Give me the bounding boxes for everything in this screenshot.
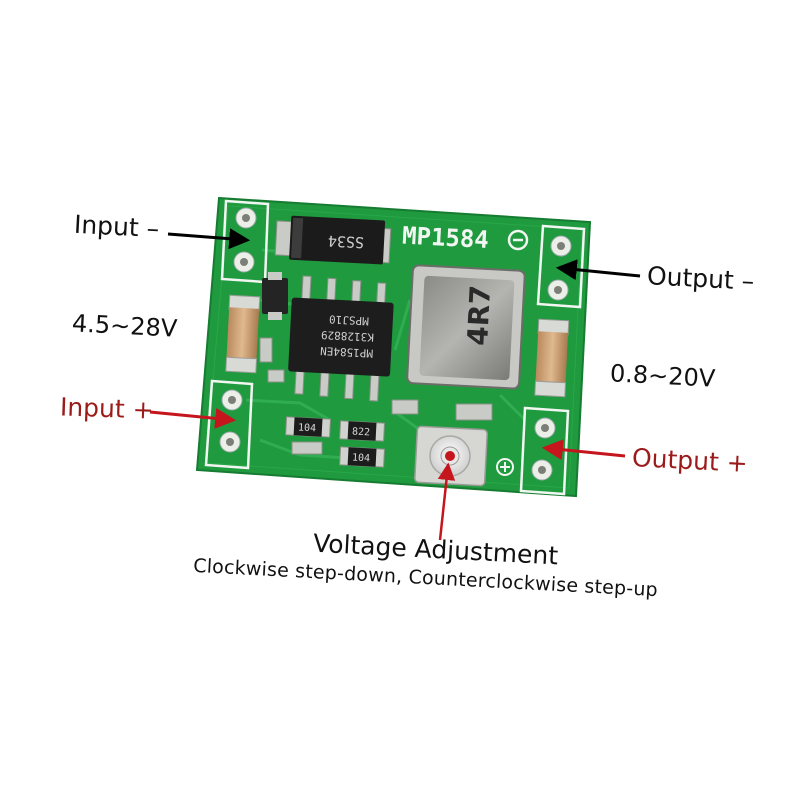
inductor-4r7: 4R7 bbox=[406, 264, 526, 390]
label-input-range: 4.5~28V bbox=[71, 309, 178, 343]
label-output-range: 0.8~20V bbox=[609, 359, 716, 393]
ic-marking-line3: MPSJ10 bbox=[329, 312, 369, 327]
arrow-input-plus bbox=[149, 407, 237, 429]
arrow-output-plus bbox=[541, 439, 626, 461]
resistor-marking-1: 104 bbox=[298, 422, 317, 434]
resistor-104-a: 104 bbox=[285, 416, 332, 438]
capacitor-input bbox=[225, 294, 261, 374]
arrow-output-minus bbox=[555, 259, 641, 281]
silkscreen-minus-icon bbox=[507, 229, 529, 251]
small-smd-parts bbox=[259, 337, 493, 455]
label-output-plus: Output + bbox=[631, 442, 749, 479]
capacitor-output bbox=[534, 318, 570, 398]
arrow-input-minus bbox=[167, 228, 251, 250]
pad-output-minus bbox=[536, 224, 586, 309]
diode-marking: SS34 bbox=[327, 232, 364, 252]
inductor-marking: 4R7 bbox=[461, 284, 497, 346]
resistor-822: 822 bbox=[339, 420, 386, 442]
diode-ss34: SS34 bbox=[274, 215, 392, 265]
small-component bbox=[262, 272, 288, 320]
pad-output-plus bbox=[519, 406, 570, 496]
ic-mp1584: MP1584EN K3128829 MPSJ10 bbox=[288, 275, 394, 402]
label-input-plus: Input + bbox=[59, 392, 155, 425]
label-output-minus: Output – bbox=[646, 261, 755, 296]
ic-marking-line1: MP1584EN bbox=[320, 344, 374, 360]
ic-marking-line2: K3128829 bbox=[321, 328, 375, 344]
resistor-104-b: 104 bbox=[339, 446, 386, 468]
pcb-board: MP1584 SS34 4R7 bbox=[195, 196, 592, 498]
silkscreen-title: MP1584 bbox=[401, 222, 489, 254]
pad-input-plus bbox=[204, 379, 254, 470]
label-input-minus: Input – bbox=[73, 209, 160, 244]
adjust-point-icon bbox=[445, 451, 455, 461]
resistor-marking-3: 104 bbox=[352, 452, 371, 464]
arrow-voltage-adjust bbox=[437, 462, 456, 541]
resistor-marking-2: 822 bbox=[352, 426, 371, 438]
silkscreen-plus-icon bbox=[496, 458, 514, 476]
